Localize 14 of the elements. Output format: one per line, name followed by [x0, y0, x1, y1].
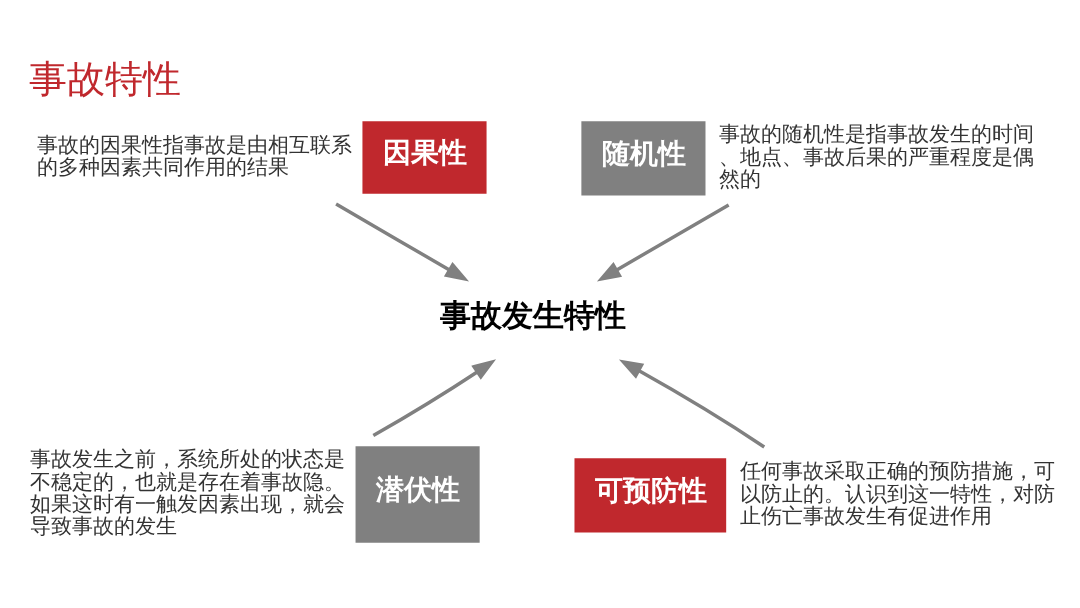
node-box: 可预防性	[574, 458, 727, 533]
arrow	[372, 359, 497, 438]
node-box: 因果性	[362, 121, 487, 194]
node-label: 事故的随机性是指事故发生的时间、地点、事故后果的严重程度是偶然的	[719, 122, 1035, 192]
arrow	[618, 359, 766, 449]
diagram-title: 事故特性	[28, 57, 181, 102]
node-box: 随机性	[581, 121, 706, 196]
arrow	[335, 202, 470, 282]
node-label: 任何事故采取正确的预防措施，可以防止的。认识到这一特性，对防止伤亡事故发生有促进作用	[739, 459, 1055, 529]
node-box: 潜伏性	[355, 446, 480, 543]
arrow	[596, 203, 730, 282]
node-text: 事故发生特性	[440, 297, 627, 334]
node-label: 事故的因果性指事故是由相互联系的多种因素共同作用的结果	[36, 132, 352, 180]
node-label: 事故发生之前，系统所处的状态是不稳定的，也就是存在着事故隐。如果这时有一触发因素出现，就会导致事故的发生	[29, 447, 345, 539]
